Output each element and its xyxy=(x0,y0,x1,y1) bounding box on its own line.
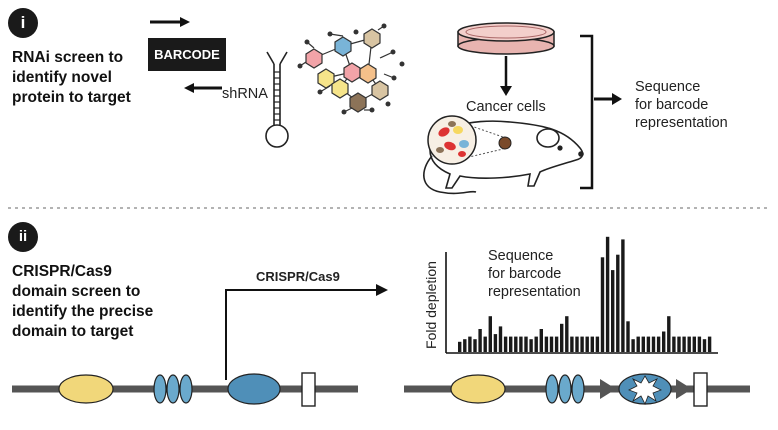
chart-bar xyxy=(621,239,625,352)
hex-brown xyxy=(349,92,367,113)
cut-burst-icon xyxy=(628,375,662,405)
tumor-zoom-icon xyxy=(427,115,512,165)
yellow-domain-left xyxy=(58,374,114,404)
chart-bar xyxy=(646,336,651,352)
chart-bar xyxy=(656,336,661,352)
panel-i-badge: i xyxy=(8,8,38,38)
panel-ii-sequence-label: Sequence for barcode representation xyxy=(488,248,581,300)
protein-right xyxy=(404,372,750,407)
chart-bar xyxy=(488,316,492,352)
chart-bar xyxy=(483,336,487,352)
chart-bars xyxy=(458,236,712,352)
chart-bar xyxy=(509,336,513,352)
yellow-domain-right xyxy=(450,374,506,404)
chart-bar xyxy=(498,326,503,352)
petri-dish-icon xyxy=(457,22,555,55)
chart-bar xyxy=(565,316,569,352)
blue-repeat-2-left xyxy=(166,374,180,404)
shrna-library-hexagons xyxy=(297,23,405,115)
panel-i-sequence-label: Sequence for barcode representation xyxy=(635,79,728,131)
chart-bar xyxy=(585,336,589,352)
panel-i-title: RNAi screen to identify novel protein to… xyxy=(12,49,131,106)
chart-bar xyxy=(478,329,482,352)
chart-bar xyxy=(651,336,656,352)
hex-tan xyxy=(363,28,381,49)
shrna-hairpin-icon xyxy=(265,51,289,148)
chart-bar xyxy=(534,336,538,352)
chart-bar xyxy=(707,336,712,352)
chart-bar xyxy=(493,334,498,352)
hex-blue xyxy=(334,36,352,57)
blue-repeat-1-right xyxy=(545,374,559,404)
chart-bar xyxy=(524,336,528,352)
terminal-box-right xyxy=(693,372,708,407)
cancer-cells-label: Cancer cells xyxy=(466,99,546,115)
barcode-box: BARCODE xyxy=(148,38,226,71)
chart-bar xyxy=(590,336,594,352)
chart-bar xyxy=(473,339,477,352)
chart-bar xyxy=(600,257,605,352)
chart-bar xyxy=(677,336,681,352)
chart-bar xyxy=(503,336,508,352)
chart-bar xyxy=(667,316,671,352)
chart-bar xyxy=(697,336,702,352)
hex-pink-2 xyxy=(343,62,361,83)
cut-arrow-1 xyxy=(600,379,616,399)
chart-bar xyxy=(662,331,666,352)
chart-bar xyxy=(570,336,574,352)
chart-bar xyxy=(580,336,584,352)
hex-orange xyxy=(359,63,377,84)
chart-bar xyxy=(529,339,533,352)
chart-bar xyxy=(626,321,630,352)
chart-bar xyxy=(539,329,543,352)
chart-bar xyxy=(544,336,549,352)
bracket-icon xyxy=(580,34,594,190)
chart-bar xyxy=(616,254,620,352)
chart-bar xyxy=(641,336,645,352)
target-domain-left xyxy=(227,373,281,405)
chart-bar xyxy=(687,336,691,352)
chart-bar xyxy=(549,336,554,352)
terminal-box-left xyxy=(301,372,316,407)
blue-repeat-3-left xyxy=(179,374,193,404)
chart-bar xyxy=(692,336,696,352)
panel-ii-badge: ii xyxy=(8,222,38,252)
chart-bar xyxy=(631,339,635,352)
panel-ii-title: CRISPR/Cas9 domain screen to identify th… xyxy=(12,263,154,340)
blue-repeat-2-right xyxy=(558,374,572,404)
chart-bar xyxy=(682,336,686,352)
chart-bar xyxy=(458,341,462,352)
chart-bar xyxy=(595,336,600,352)
shrna-label: shRNA xyxy=(222,86,268,102)
chart-bar xyxy=(672,336,676,352)
chart-bar xyxy=(560,323,564,352)
blue-repeat-3-right xyxy=(571,374,585,404)
to-sequence-arrow xyxy=(594,93,622,105)
chart-bar xyxy=(514,336,518,352)
blue-repeat-1-left xyxy=(153,374,167,404)
hex-yellow-2 xyxy=(331,78,349,99)
shrna-reverse-arrow xyxy=(184,83,222,93)
chart-bar xyxy=(519,336,523,352)
crispr-label: CRISPR/Cas9 xyxy=(256,269,340,284)
cut-arrow-2 xyxy=(676,379,692,399)
fold-depletion-chart xyxy=(445,236,718,354)
chart-bar xyxy=(605,236,610,352)
chart-bar xyxy=(554,336,559,352)
hex-tan-2 xyxy=(371,80,389,101)
barcode-forward-arrow xyxy=(150,17,190,27)
hex-yellow xyxy=(317,68,335,89)
chart-bar xyxy=(636,336,640,352)
hex-pink xyxy=(305,48,323,69)
crispr-arrow xyxy=(225,284,388,380)
chart-bar xyxy=(611,270,615,352)
chart-bar xyxy=(468,336,472,352)
chart-bar xyxy=(575,336,579,352)
chart-bar xyxy=(463,339,467,352)
dish-to-mouse-arrow xyxy=(500,56,512,96)
protein-left xyxy=(12,372,358,407)
chart-bar xyxy=(702,339,707,352)
